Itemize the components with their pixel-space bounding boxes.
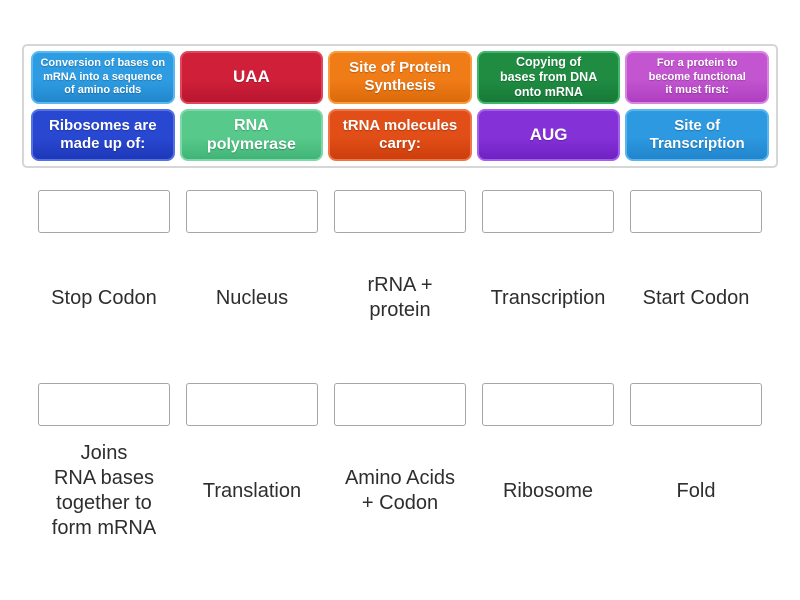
match-column: Translation bbox=[178, 383, 326, 556]
answer-slot[interactable] bbox=[334, 383, 466, 426]
match-column: Stop Codon bbox=[30, 190, 178, 363]
match-column: Amino Acids + Codon bbox=[326, 383, 474, 556]
match-label: Nucleus bbox=[215, 286, 289, 309]
match-column: rRNA + protein bbox=[326, 190, 474, 363]
answer-slot[interactable] bbox=[630, 383, 762, 426]
match-column: Joins RNA bases together to form mRNA bbox=[30, 383, 178, 556]
match-column: Nucleus bbox=[178, 190, 326, 363]
draggable-tile[interactable]: RNA polymerase bbox=[179, 108, 324, 161]
match-label: Stop Codon bbox=[51, 286, 157, 309]
draggable-tile[interactable]: UAA bbox=[179, 51, 324, 104]
answer-row-1: Stop Codon Nucleus rRNA + protein Transcrip… bbox=[30, 190, 770, 363]
draggable-tile[interactable]: tRNA molecules carry: bbox=[328, 108, 472, 161]
answer-slot[interactable] bbox=[334, 190, 466, 233]
draggable-tile[interactable]: Ribosomes are made up of: bbox=[31, 108, 175, 161]
match-column: Fold bbox=[622, 383, 770, 556]
match-column: Start Codon bbox=[622, 190, 770, 363]
match-label: Start Codon bbox=[642, 286, 750, 309]
match-column: Transcription bbox=[474, 190, 622, 363]
match-up-activity: Conversion of bases on mRNA into a seque… bbox=[0, 44, 800, 600]
draggable-tile[interactable]: Site of Protein Synthesis bbox=[328, 51, 472, 104]
tile-tray: Conversion of bases on mRNA into a seque… bbox=[22, 44, 778, 168]
draggable-tile[interactable]: AUG bbox=[476, 108, 621, 161]
answer-slot[interactable] bbox=[38, 383, 170, 426]
match-label: Amino Acids + Codon bbox=[344, 467, 456, 514]
answer-slot[interactable] bbox=[186, 190, 318, 233]
match-label: Joins RNA bases together to form mRNA bbox=[51, 442, 157, 539]
draggable-tile[interactable]: Conversion of bases on mRNA into a seque… bbox=[31, 51, 175, 104]
draggable-tile[interactable]: For a protein to become functional it mu… bbox=[625, 51, 769, 104]
draggable-tile[interactable]: Copying of bases from DNA onto mRNA bbox=[476, 51, 621, 104]
match-label: Translation bbox=[202, 479, 302, 502]
answer-slot[interactable] bbox=[630, 190, 762, 233]
answer-row-2: Joins RNA bases together to form mRNA Tra… bbox=[30, 383, 770, 556]
answer-slot[interactable] bbox=[482, 383, 614, 426]
match-column: Ribosome bbox=[474, 383, 622, 556]
match-label: Transcription bbox=[490, 286, 606, 309]
answer-board: Stop Codon Nucleus rRNA + protein Transcrip… bbox=[30, 190, 770, 556]
answer-slot[interactable] bbox=[38, 190, 170, 233]
tile-grid: Conversion of bases on mRNA into a seque… bbox=[31, 51, 769, 161]
answer-slot[interactable] bbox=[482, 190, 614, 233]
match-label: Ribosome bbox=[502, 479, 594, 502]
match-label: Fold bbox=[676, 479, 716, 502]
draggable-tile[interactable]: Site of Transcription bbox=[625, 108, 769, 161]
answer-slot[interactable] bbox=[186, 383, 318, 426]
match-label: rRNA + protein bbox=[367, 274, 433, 321]
